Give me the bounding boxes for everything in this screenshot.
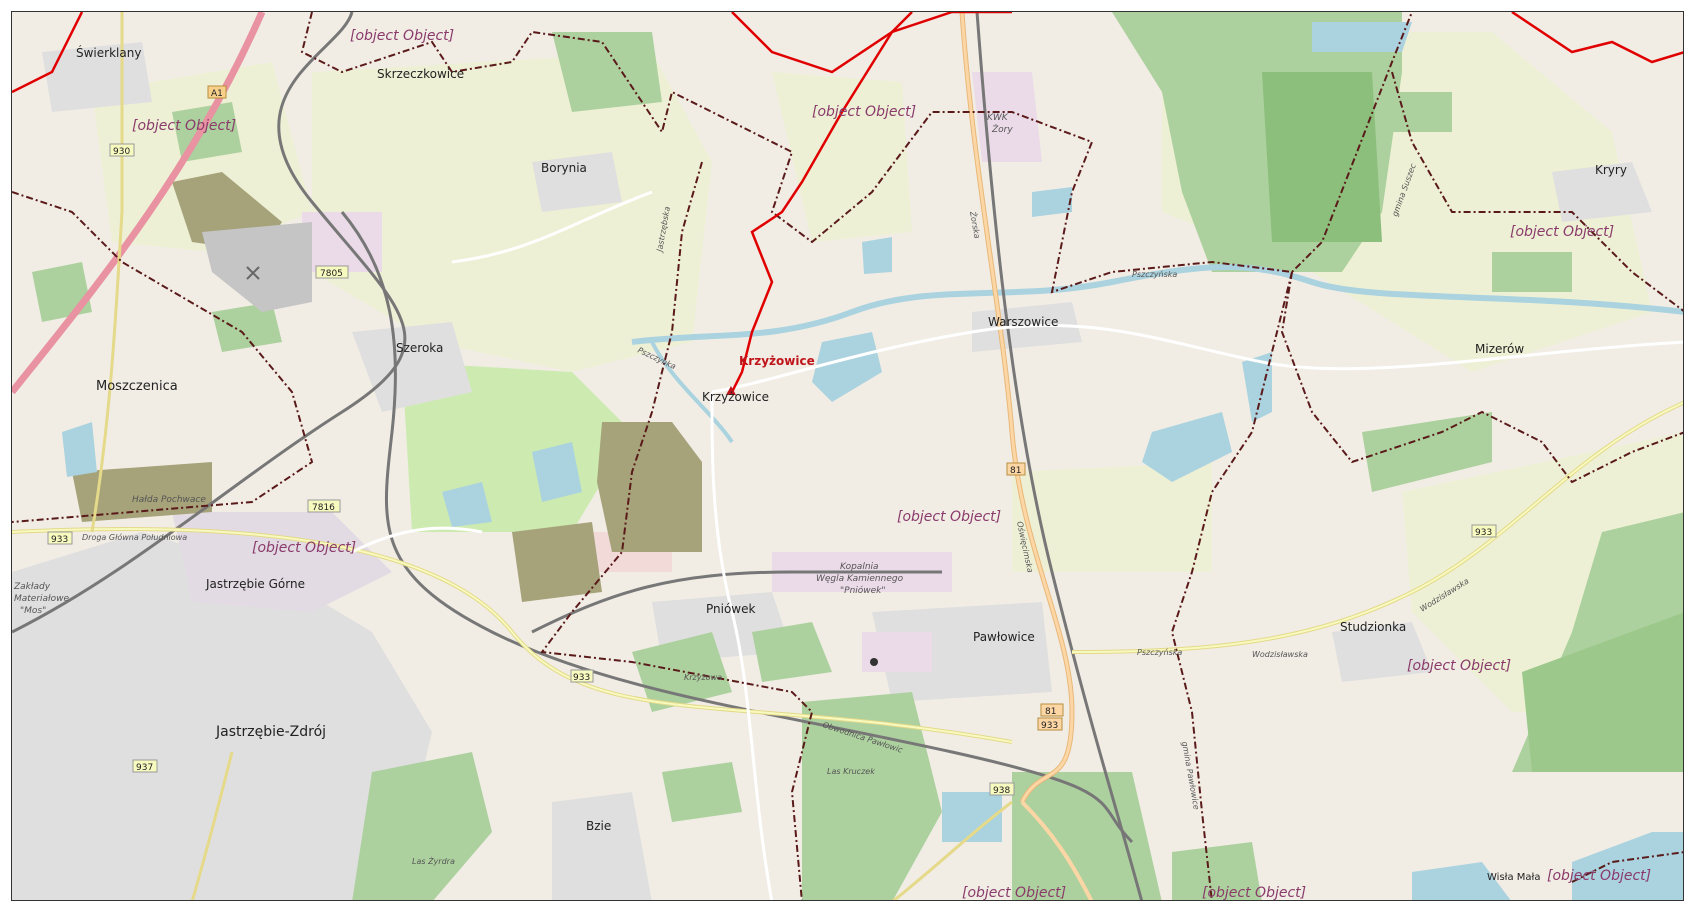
gmina-boundary-layer (12, 12, 1683, 900)
gmina-label-zory-mid: [object Object] (812, 104, 916, 120)
gmina-label-suszec: [object Object] (1510, 224, 1614, 240)
road-ref-81-south: 81 (1045, 707, 1056, 717)
gmina-label-pszczyna: [object Object] (1407, 658, 1511, 674)
forest-layer (32, 12, 1683, 900)
kopalnia-shaft-icon (870, 658, 878, 666)
place-label-kryry: Kryry (1595, 163, 1627, 177)
road-shields (47, 85, 1497, 796)
place-label-bzie: Bzie (586, 819, 611, 833)
road-ref-933-south: 933 (1041, 721, 1058, 731)
gmina-label-strumien: [object Object] (1202, 885, 1306, 901)
place-label-pawlowice: Pawłowice (973, 630, 1035, 644)
map-frame[interactable]: A1 930 7805 7816 933 81 933 81 933 937 9… (11, 11, 1684, 901)
road-ref-933-mid: 933 (573, 673, 590, 683)
road-ref-a1: A1 (211, 89, 223, 99)
gmina-label-jastrzebie: [object Object] (252, 540, 356, 556)
water-layer (62, 22, 1683, 900)
road-ref-7816: 7816 (312, 503, 335, 513)
industrial-layer (302, 72, 1042, 672)
poi-mos-line3: "Mos" (20, 606, 46, 616)
road-ref-937: 937 (136, 763, 153, 773)
road-ref-933-west: 933 (51, 535, 68, 545)
place-label-skrzeczkowice: Skrzeczkowice (377, 67, 464, 81)
marker-krzyzowice-icon[interactable] (726, 386, 736, 395)
poi-halda: Hałda Pochwace (132, 495, 206, 505)
gmina-label-strumien-south: [object Object] (962, 885, 1066, 901)
place-label-krzyzowice: Krzyżowice (702, 390, 769, 404)
place-label-studzionka: Studzionka (1340, 620, 1406, 634)
road-ref-938: 938 (993, 786, 1010, 796)
motorway-a1 (12, 12, 266, 395)
poi-kopalnia-line3: "Pniówek" (840, 585, 886, 596)
place-label-jastrzebie-zdroj: Jastrzębie-Zdrój (215, 724, 326, 740)
poi-mos-line1: Zakłady (13, 582, 51, 592)
road-name-pszczynska-north: Pszczyńska (1132, 270, 1177, 279)
farmland-layer (92, 32, 1683, 712)
place-label-borynia: Borynia (541, 161, 587, 175)
poi-zory-kwk-line2: Żory (991, 124, 1013, 135)
road-name-zorska: Żorska (968, 210, 983, 240)
place-label-moszczenica: Moszczenica (96, 379, 178, 394)
road-name-krzyzowa: Krzyżowa (684, 673, 722, 682)
map-canvas[interactable]: A1 930 7805 7816 933 81 933 81 933 937 9… (12, 12, 1684, 901)
place-label-swierklany: Świerklany (76, 45, 141, 60)
poi-kopalnia-line2: Węgla Kamiennego (816, 574, 904, 584)
spoil-heap-layer (72, 172, 702, 602)
road-name-droga-glowna: Droga Główna Południowa (82, 532, 187, 542)
place-label-szeroka: Szeroka (396, 341, 443, 355)
powiat-boundary-layer (12, 12, 1683, 393)
road-ref-933-east: 933 (1475, 528, 1492, 538)
road-name-wodzislawska: Wodzisławska (1252, 650, 1308, 659)
place-label-wisla-mala: Wisła Mała (1487, 872, 1541, 883)
gmina-label-swierklany: [object Object] (132, 118, 236, 134)
road-name-las-zyrdra: Las Żyrdra (412, 856, 455, 866)
place-label-pniowek: Pniówek (706, 602, 756, 616)
road-name-las-kruczek: Las Kruczek (827, 767, 875, 776)
gmina-label-pawlowice: [object Object] (897, 509, 1001, 525)
place-label-warszowice: Warszowice (988, 315, 1058, 329)
road-ref-7805: 7805 (320, 269, 343, 279)
poi-mos-line2: Materiałowe (14, 594, 70, 604)
gmina-label-goczalkowice: [object Object] (1547, 868, 1651, 884)
place-label-mizerow: Mizerów (1475, 342, 1524, 356)
road-ref-930: 930 (113, 147, 130, 157)
road-name-pszczynska-east: Pszczyńska (1137, 648, 1182, 657)
poi-kopalnia-line1: Kopalnia (840, 562, 879, 572)
road-layer (12, 12, 1683, 900)
place-label-jastrzebie-gorne: Jastrzębie Górne (205, 577, 305, 591)
marker-label-krzyzowice[interactable]: Krzyżowice (739, 354, 815, 368)
gmina-label-zory-top: [object Object] (350, 28, 454, 44)
road-ref-81-north: 81 (1010, 466, 1021, 476)
quarry-hammer-icon (246, 266, 260, 280)
poi-zory-kwk-line1: KWK (987, 113, 1009, 123)
